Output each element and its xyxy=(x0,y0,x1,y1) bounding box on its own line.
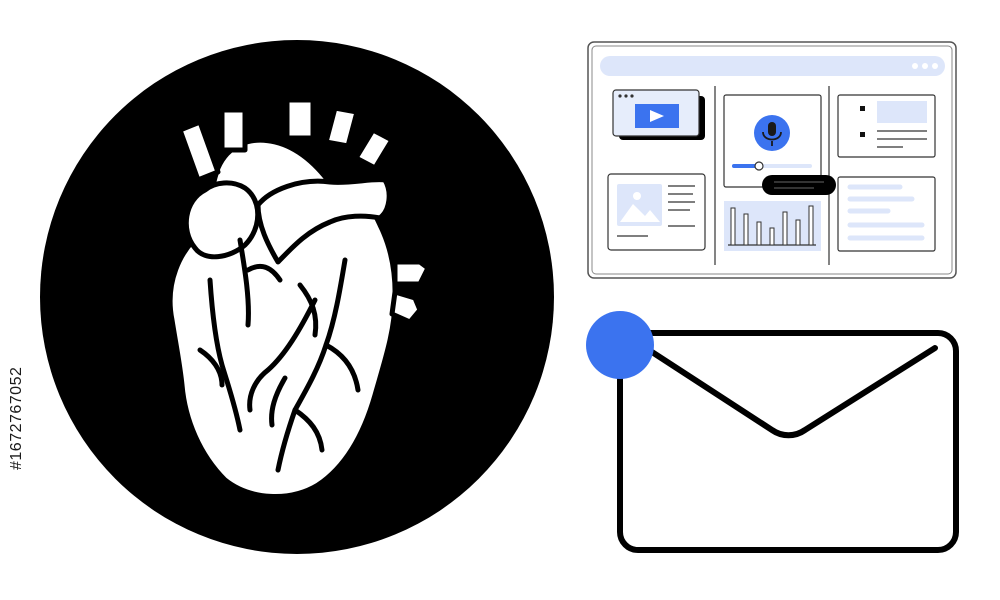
text-list-icon xyxy=(837,94,936,158)
stock-id-label: #1672767052 xyxy=(8,366,25,470)
address-bar xyxy=(600,56,945,76)
bar-chart-icon xyxy=(724,201,821,251)
tooltip-pill xyxy=(762,175,836,195)
microphone-icon xyxy=(723,94,822,188)
video-player-icon xyxy=(612,89,705,140)
notification-dot xyxy=(586,311,654,379)
dashboard-window xyxy=(587,41,957,279)
envelope-flap xyxy=(649,345,938,439)
heart-badge xyxy=(40,40,554,554)
mail-group xyxy=(586,311,959,553)
image-icon xyxy=(607,173,706,251)
text-block-icon xyxy=(837,176,936,252)
anatomical-heart-icon xyxy=(167,97,431,499)
